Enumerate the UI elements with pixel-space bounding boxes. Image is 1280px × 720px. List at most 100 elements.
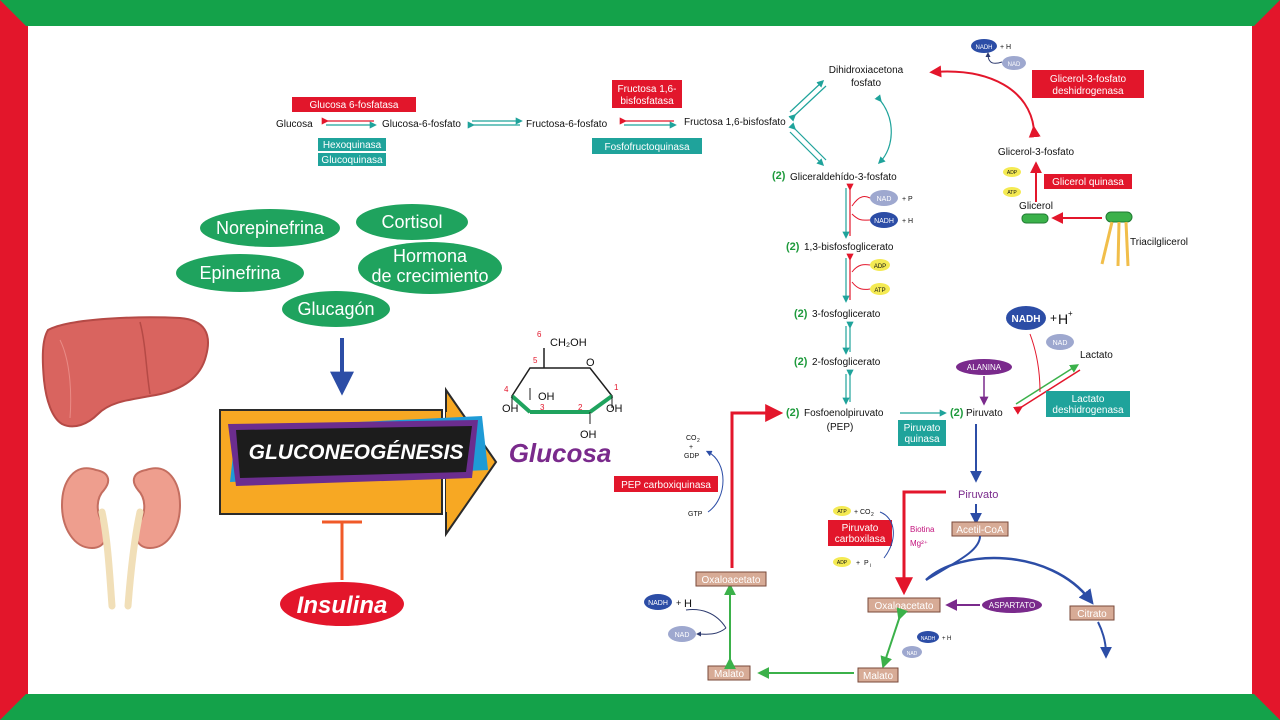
enzyme-label: Piruvato <box>904 423 941 434</box>
metabolite-glucosa: Glucosa <box>276 119 313 130</box>
cofactor-nad: NAD <box>907 651 918 657</box>
cofactor-adp: ADP <box>1007 170 1018 176</box>
hormone-label: Hormona <box>393 246 468 266</box>
cofactor-arrow <box>851 281 871 290</box>
kidneys-illustration <box>60 467 182 610</box>
enzyme-label: Lactato <box>1072 394 1105 405</box>
hormone-label: Epinefrina <box>199 263 281 283</box>
gluconeogenesis-title: GLUCONEOGÉNESIS <box>249 441 464 464</box>
cofactor-co2-sub: 2 <box>697 438 700 444</box>
cofactor-nadh: NADH <box>975 45 992 51</box>
cofactor-nadh: NADH <box>874 218 894 225</box>
cofactor-plus: + <box>902 218 906 225</box>
hormone-label: Cortisol <box>381 212 442 232</box>
cofactor-h: H <box>908 218 913 225</box>
cofactor-arrow <box>685 609 727 629</box>
nad-plus-pill <box>668 626 696 642</box>
cofactor-nad: NAD <box>1053 340 1068 347</box>
metabolite-glicerol-3-fosfato: Glicerol-3-fosfato <box>998 147 1075 158</box>
metabolite-lactato: Lactato <box>1080 350 1113 361</box>
cofactor-co2: CO <box>686 435 697 442</box>
cofactor-nadh: NADH <box>1012 314 1041 325</box>
metabolite-gliceraldehido: Gliceraldehído-3-fosfato <box>790 172 897 183</box>
metabolite-aspartato: ASPARTATO <box>989 601 1035 610</box>
cofactor-plus: + <box>689 444 693 451</box>
atp-pill <box>1003 187 1021 197</box>
glucose-ring-oxygen: O <box>586 357 595 369</box>
citrate-entry-arrow <box>925 535 981 581</box>
glucose-oh-3: OH <box>538 391 555 403</box>
cofactor-atp: ATP <box>874 288 885 294</box>
cofactor-arrow <box>1029 333 1041 393</box>
cofactor-arrow <box>851 195 871 207</box>
cofactor-co2: CO <box>860 509 871 516</box>
hormone-label: Norepinefrina <box>216 218 325 238</box>
metabolite-piruvato-mito: Piruvato <box>958 489 998 501</box>
enzyme-label: carboxilasa <box>835 534 886 545</box>
metabolite-3-fosfoglicerato: 3-fosfoglicerato <box>812 309 881 320</box>
glucose-c2: 2 <box>578 403 583 412</box>
enzyme-label: Fructosa 1,6- <box>618 84 677 95</box>
cofactor-plus: + <box>854 509 858 516</box>
hormone-norepinefrina: Norepinefrina <box>200 209 340 247</box>
cofactor-nadh: NADH <box>921 636 936 642</box>
nadh-pill-small <box>917 631 939 643</box>
enzyme-label: bisfosfatasa <box>620 96 674 107</box>
glucose-haworth: CH₂OH O OH OH OH OH 6 5 4 3 2 1 <box>502 330 623 441</box>
cofactor-nadh: NADH <box>648 600 668 607</box>
stoich-2: (2) <box>794 356 808 368</box>
enzyme-glicerol-3-fosfato-dh <box>1032 70 1144 98</box>
stoich-2: (2) <box>950 407 964 419</box>
metabolite-piruvato: Piruvato <box>966 408 1003 419</box>
stoich-2: (2) <box>786 407 800 419</box>
cofactor-atp: ATP <box>837 509 847 515</box>
metabolite-triacilglicerol: Triacilglicerol <box>1130 237 1188 248</box>
enzyme-label: Fosfofructoquinasa <box>604 142 689 153</box>
cofactor-plus: + <box>942 636 946 642</box>
insulina-badge: Insulina <box>280 582 404 626</box>
metabolite-citrato: Citrato <box>1077 609 1107 620</box>
gluconeogenesis-banner: GLUCONEOGÉNESIS <box>219 386 498 538</box>
cofactor-atp: ATP <box>1007 190 1017 196</box>
stoich-2: (2) <box>772 170 786 182</box>
cofactor-gtp: GTP <box>688 511 703 518</box>
malato-mito-box <box>857 667 899 683</box>
metabolite-alanina: ALANINA <box>967 363 1002 372</box>
enzyme-piruvato-carboxilasa <box>828 520 892 546</box>
glucose-ch2oh: CH₂OH <box>550 337 587 349</box>
hormone-epinefrina: Epinefrina <box>176 254 304 292</box>
stoich-2: (2) <box>786 241 800 253</box>
reaction-arrow <box>788 122 827 161</box>
cofactor-nad: NAD <box>675 632 690 639</box>
glicerol-shape <box>1021 213 1049 224</box>
nadh-pill <box>971 39 997 53</box>
nadh-pill-large <box>1006 306 1046 330</box>
enzyme-label: Glicerol quinasa <box>1052 177 1124 188</box>
hormone-label: de crecimiento <box>371 266 488 286</box>
nad-plus-pill <box>870 190 898 206</box>
cofactor-mg: Mg²⁺ <box>910 539 928 548</box>
enzyme-label: Glicerol-3-fosfato <box>1050 74 1127 85</box>
enzyme-glucosa-6-fosfatasa <box>292 97 416 112</box>
stoich-2: (2) <box>794 308 808 320</box>
metabolite-pep: (PEP) <box>827 422 854 433</box>
cofactor-co2-sub: 2 <box>871 512 874 518</box>
glucose-c1: 1 <box>614 383 619 392</box>
metabolite-fructosa-6-fosfato: Fructosa-6-fosfato <box>526 119 608 130</box>
enzyme-label: Glucosa 6-fosfatasa <box>310 100 399 111</box>
metabolite-oxaloacetato-mito: Oxaloacetato <box>875 601 934 612</box>
enzyme-glicerol-quinasa <box>1044 174 1132 189</box>
adp-pill <box>833 557 851 567</box>
cofactor-arrow <box>851 213 871 221</box>
metabolite-dihidroxiacetona-fosfato: fosfato <box>851 78 881 89</box>
reaction-arrow <box>788 85 827 122</box>
cofactor-arrow <box>705 450 724 513</box>
cofactor-arrow <box>696 627 727 637</box>
pyruvate-carboxylase-arrow <box>895 490 946 596</box>
green-border-top <box>0 0 1280 26</box>
metabolite-malato-mito: Malato <box>863 671 893 682</box>
cofactor-arrow <box>851 264 871 273</box>
cofactor-biotina: Biotina <box>910 525 935 534</box>
cofactor-nad: NAD <box>877 196 892 203</box>
